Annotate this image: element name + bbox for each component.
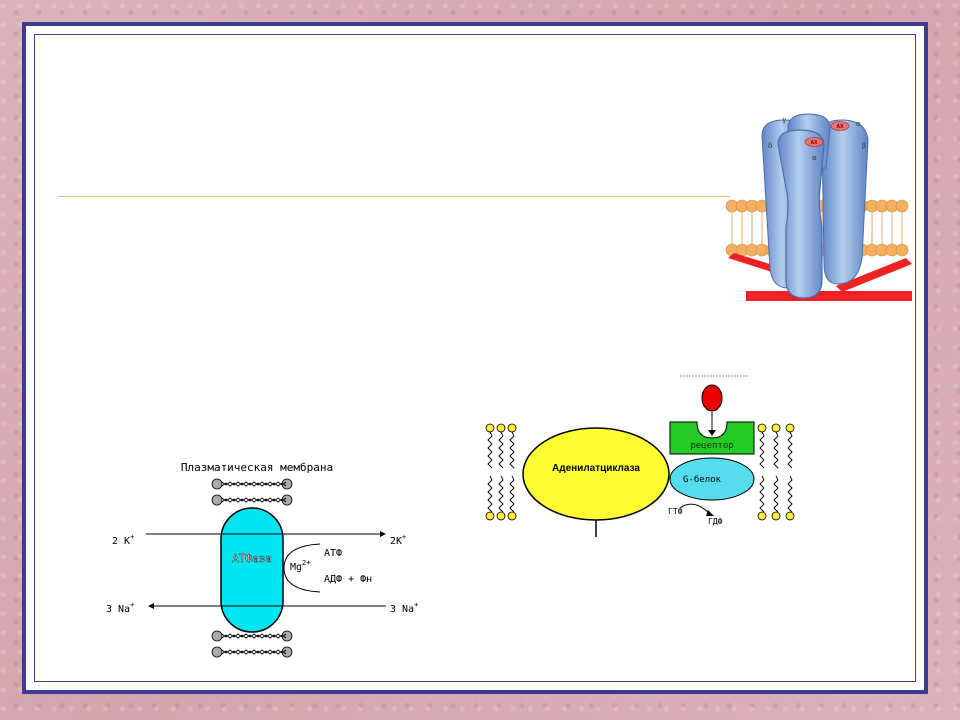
g-protein-ellipse [669,457,755,501]
acetylcholine-sites: АХ АХ [804,121,850,147]
lipid-head [507,511,517,521]
slide-inner-frame [34,34,916,682]
site-label: АХ [811,140,819,146]
gtp-label: ГТФ [668,507,683,516]
lipid-head [485,511,495,521]
na-ion-right: 3 Na+ [390,601,418,615]
lipid-head [211,478,223,490]
lipid-head [785,423,795,433]
subunit-label: β [862,142,866,150]
lipid-head [771,423,781,433]
atp-label: АТФ [324,548,342,559]
g-protein-label: G-белок [683,474,722,485]
lipid-head [281,494,293,506]
membrane-lipids [485,423,795,521]
subunit-label: γ [782,116,786,124]
atpase-pump-body [220,507,284,633]
atpase-diagram: Плазматическая мембрана АТФаза 2 К+ 2К+ … [106,461,418,658]
ion-channel-illustration: АХ АХ γ α δ β α [725,113,912,301]
mg-cofactor: Mg2+ [290,559,310,573]
adenylate-cyclase-label: Аденилатциклаза [552,463,640,474]
subunit-label: α [856,120,861,128]
lipid-head [771,511,781,521]
lipid-head [281,646,293,658]
lipid-head [211,630,223,642]
na-ion-left: 3 Na+ [106,601,134,615]
lipid-head [281,630,293,642]
channel-subunits [761,113,869,299]
lipid-head [507,423,517,433]
lipid-head [496,423,506,433]
lipid-head [211,646,223,658]
title-divider-line [58,196,730,197]
k-ion-right: 2К+ [390,533,406,547]
subunit-label: δ [768,142,772,150]
lipid-head [785,511,795,521]
k-ion-left: 2 К+ [112,533,134,547]
lipid-head [496,511,506,521]
lipid-head [211,494,223,506]
membrane-lipids [211,478,293,658]
adenylate-cyclase-diagram: Аденилатциклаза рецептор G-белок ГТФ ГДФ [485,375,795,537]
lipid-head [757,423,767,433]
gdp-label: ГДФ [708,517,723,526]
lipid-head [485,423,495,433]
site-label: АХ [837,124,845,130]
lipid-head [757,511,767,521]
lipid-head [895,243,909,257]
lipid-head [281,478,293,490]
adenylate-cyclase-ellipse [522,427,670,521]
membrane-title: Плазматическая мембрана [181,461,333,474]
receptor-label: рецептор [690,441,733,451]
adp-label: АДФ + Фн [324,574,372,585]
ligand-circle [701,384,723,412]
lipid-head [895,199,909,213]
atpase-label: АТФаза [232,552,272,565]
subunit-label: α [812,154,817,162]
receptor-block [669,421,755,455]
